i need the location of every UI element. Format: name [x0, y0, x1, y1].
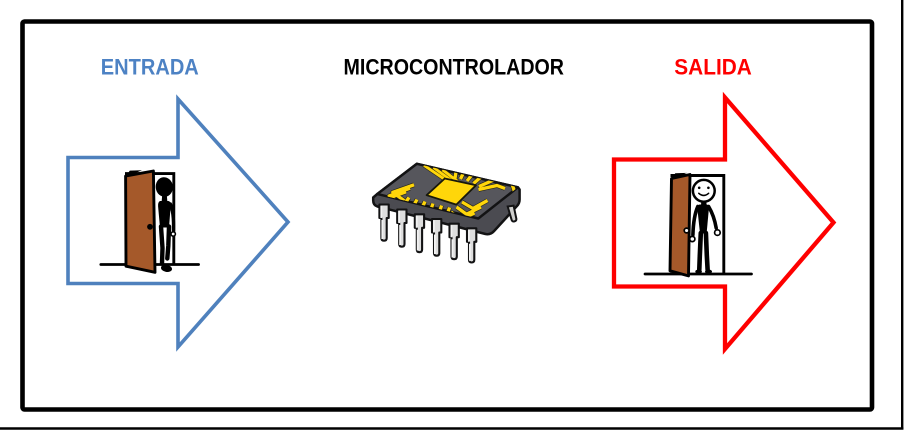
svg-text:ENTRADA: ENTRADA [101, 55, 199, 80]
svg-text:SALIDA: SALIDA [674, 55, 752, 80]
svg-text:MICROCONTROLADOR: MICROCONTROLADOR [344, 55, 565, 80]
